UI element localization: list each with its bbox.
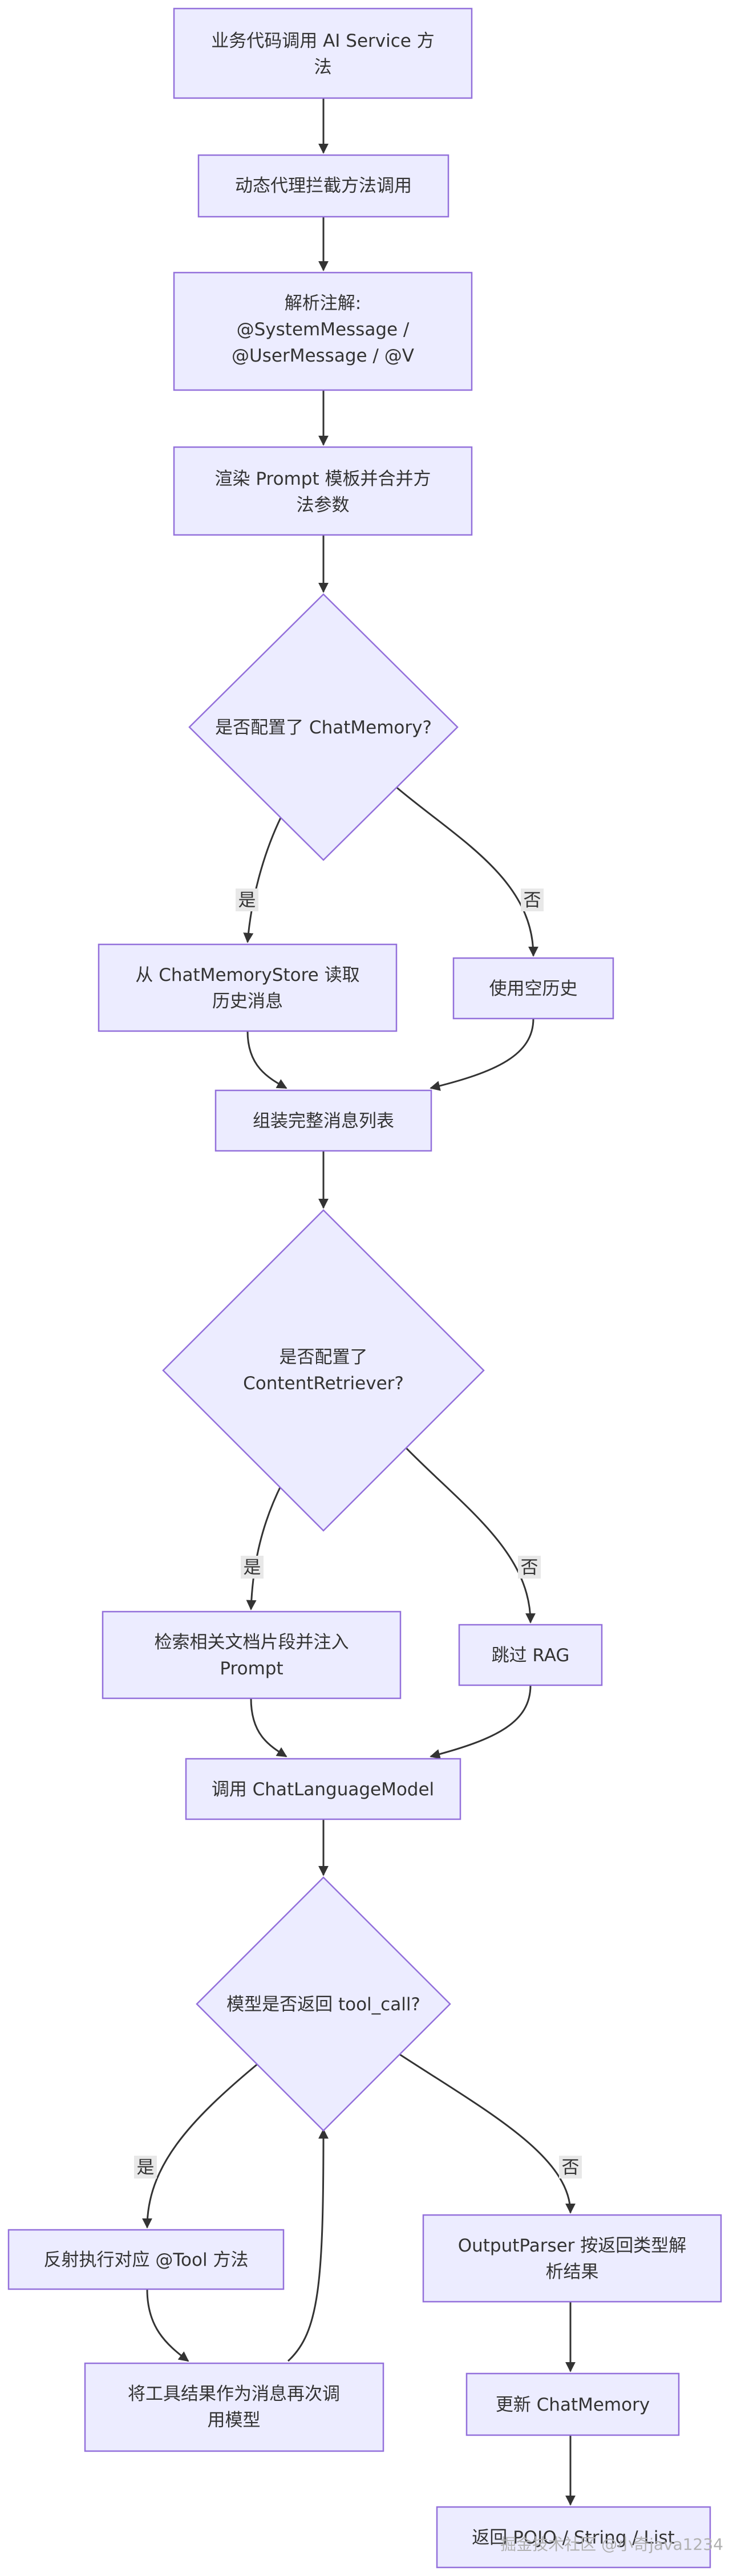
- edge-label-text: 否: [521, 1557, 538, 1578]
- edge-label-text: 是: [244, 1557, 261, 1578]
- node-label: 跳过 RAG: [492, 1645, 570, 1666]
- node-label: 模型是否返回 tool_call?: [226, 1994, 420, 2015]
- edge-n5-n7: [246, 1031, 287, 1089]
- node-read-history: 从 ChatMemoryStore 读取历史消息: [98, 943, 398, 1032]
- edge-n9-n10: [430, 1685, 532, 1759]
- node-label: 将工具结果作为消息再次调用模型: [128, 2384, 340, 2431]
- node-invoke-tool: 反射执行对应 @Tool 方法: [7, 2229, 285, 2290]
- edge-n11-n12: [146, 2289, 189, 2362]
- edge-d2-n8: [246, 1483, 283, 1610]
- edge-n6-n7: [430, 1018, 534, 1091]
- edge-label-d3-yes: 是: [134, 2156, 157, 2179]
- node-dynamic-proxy: 动态代理拦截方法调用: [197, 154, 449, 218]
- node-return-result: 返回 POJO / String / List: [436, 2506, 711, 2569]
- node-label: OutputParser 按返回类型解析结果: [458, 2236, 687, 2282]
- node-render-prompt: 渲染 Prompt 模板并合并方法参数: [173, 446, 473, 536]
- node-label: 渲染 Prompt 模板并合并方法参数: [215, 469, 431, 516]
- node-tool-result-recall: 将工具结果作为消息再次调用模型: [84, 2362, 384, 2452]
- edge-d1-n6: [394, 785, 538, 957]
- nodes: 业务代码调用 AI Service 方法 动态代理拦截方法调用 解析注解:@Sy…: [7, 7, 722, 2569]
- edge-label-text: 否: [562, 2157, 580, 2178]
- decision-chat-memory: 是否配置了 ChatMemory?: [188, 593, 459, 861]
- edge-label-text: 是: [238, 890, 256, 911]
- node-output-parser: OutputParser 按返回类型解析结果: [422, 2214, 722, 2303]
- node-assemble-messages: 组装完整消息列表: [214, 1089, 432, 1152]
- node-label: 组装完整消息列表: [253, 1111, 394, 1131]
- node-skip-rag: 跳过 RAG: [458, 1624, 603, 1686]
- edge-label-d1-yes: 是: [236, 889, 258, 911]
- node-parse-annotations: 解析注解:@SystemMessage /@UserMessage / @V: [173, 271, 473, 391]
- watermark: 掘金技术社区 @小奇java1234: [500, 2535, 723, 2554]
- node-call-chat-model: 调用 ChatLanguageModel: [185, 1758, 461, 1820]
- edge-d3-n13: [397, 2052, 576, 2214]
- edge-label-d1-no: 否: [521, 889, 544, 911]
- node-label: 是否配置了 ChatMemory?: [215, 717, 432, 738]
- node-label: 反射执行对应 @Tool 方法: [44, 2250, 249, 2270]
- node-update-memory: 更新 ChatMemory: [465, 2372, 680, 2436]
- edge-d1-n5: [243, 816, 282, 943]
- edge-n8-n10: [250, 1698, 287, 1758]
- edge-label-text: 否: [524, 890, 541, 911]
- edge-label-d2-yes: 是: [241, 1556, 264, 1579]
- edge-labels: 是 否 是 否 是 否: [134, 889, 582, 2179]
- edge-label-text: 是: [137, 2157, 155, 2178]
- node-label: 调用 ChatLanguageModel: [212, 1779, 434, 1800]
- node-call-service-method: 业务代码调用 AI Service 方法: [173, 7, 473, 99]
- edge-d2-n9: [403, 1445, 536, 1624]
- edges: [142, 98, 576, 2506]
- node-label: 业务代码调用 AI Service 方法: [211, 31, 434, 78]
- edge-label-d3-no: 否: [559, 2156, 582, 2179]
- decision-tool-call: 模型是否返回 tool_call?: [196, 1876, 451, 2132]
- node-label: 更新 ChatMemory: [496, 2395, 650, 2415]
- edge-label-d2-no: 否: [518, 1556, 541, 1579]
- node-label: 解析注解:@SystemMessage /@UserMessage / @V: [232, 293, 414, 366]
- edge-n12-d3: [287, 2128, 329, 2362]
- node-label: 动态代理拦截方法调用: [235, 176, 412, 196]
- node-empty-history: 使用空历史: [452, 957, 614, 1020]
- edge-d3-n11: [142, 2062, 259, 2229]
- node-label: 返回 POJO / String / List: [472, 2528, 675, 2548]
- node-label: 使用空历史: [489, 979, 578, 999]
- node-label: 从 ChatMemoryStore 读取历史消息: [135, 965, 359, 1012]
